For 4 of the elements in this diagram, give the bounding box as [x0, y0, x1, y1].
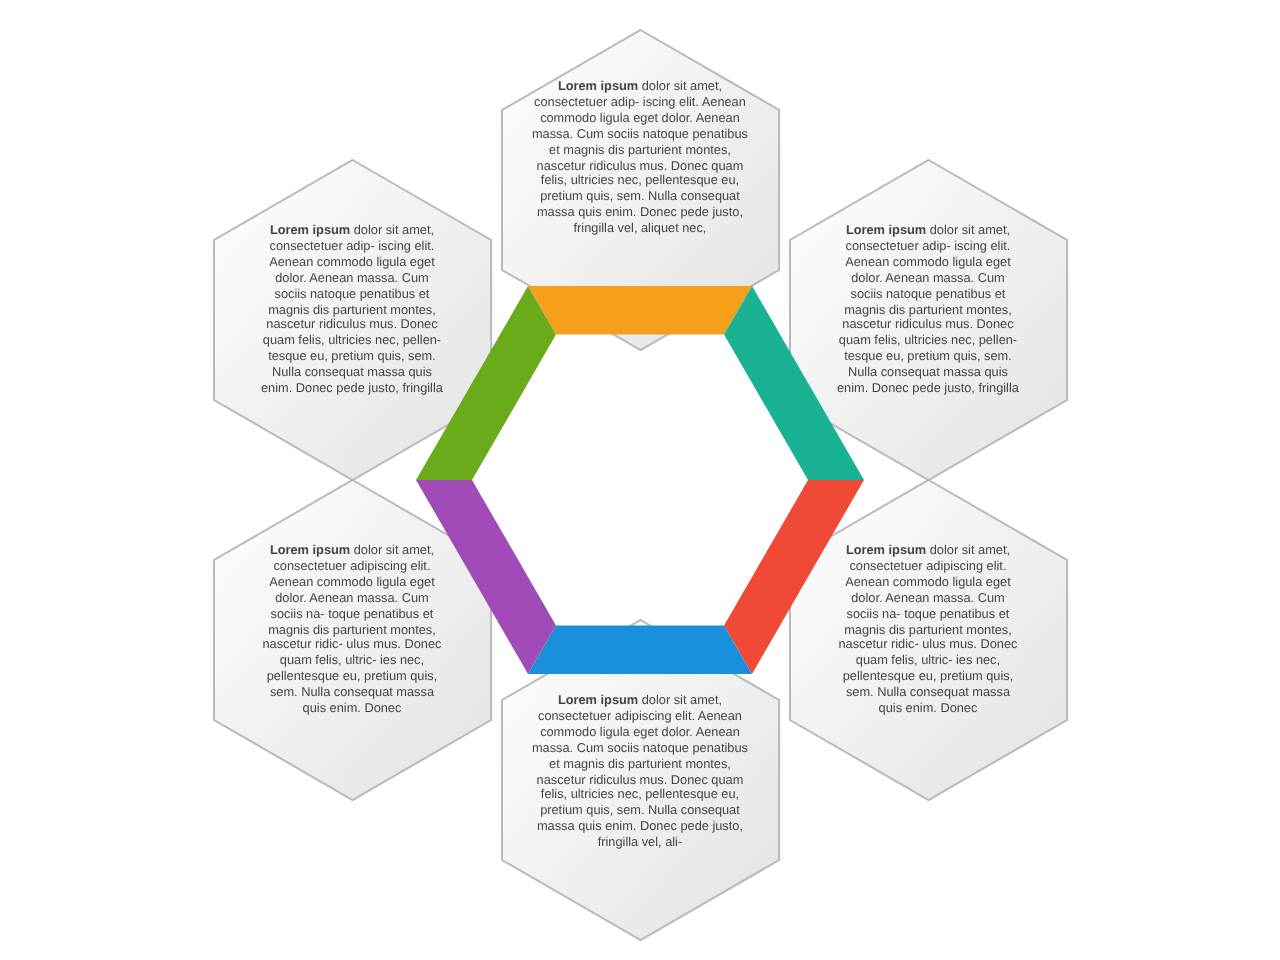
hexagon-card	[213, 480, 491, 800]
hexagon-card	[789, 160, 1067, 480]
hexagon-card	[213, 160, 491, 480]
hexagon-card	[789, 480, 1067, 800]
